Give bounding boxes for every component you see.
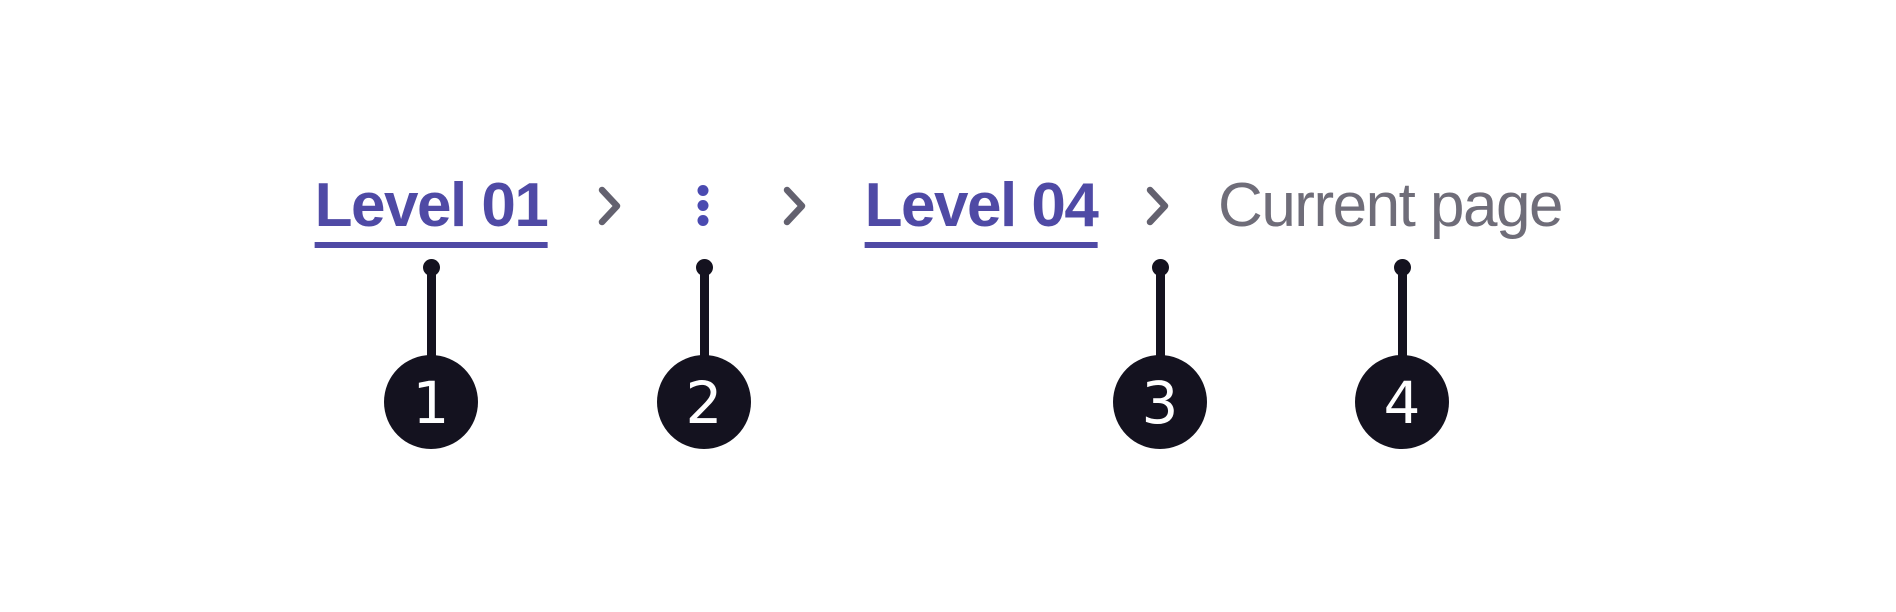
callout-3: 3 xyxy=(1113,259,1207,449)
callout-pointer-dot xyxy=(1393,259,1411,276)
callout-2: 2 xyxy=(657,259,751,449)
callout-pointer-dot xyxy=(1151,259,1169,276)
overflow-ellipsis-icon[interactable] xyxy=(697,185,709,226)
callout-badge: 4 xyxy=(1355,355,1449,449)
callout-number: 4 xyxy=(1383,369,1421,437)
callout-badge: 2 xyxy=(657,355,751,449)
overflow-dot xyxy=(697,200,709,211)
chevron-right-icon xyxy=(597,184,623,228)
overflow-dot xyxy=(697,215,709,226)
callout-1: 1 xyxy=(384,259,478,449)
callout-4: 4 xyxy=(1355,259,1449,449)
overflow-dot xyxy=(697,185,709,196)
callout-number: 1 xyxy=(412,369,450,437)
callout-number: 3 xyxy=(1141,369,1179,437)
callout-stem xyxy=(426,274,436,356)
callout-badge: 1 xyxy=(384,355,478,449)
callout-pointer-dot xyxy=(695,259,713,276)
callout-stem xyxy=(1155,274,1165,356)
callout-number: 2 xyxy=(685,369,723,437)
callout-badge: 3 xyxy=(1113,355,1207,449)
callout-stem xyxy=(1397,274,1407,356)
breadcrumb-current-page: Current page xyxy=(1218,171,1563,240)
chevron-right-icon xyxy=(782,184,808,228)
callout-stem xyxy=(699,274,709,356)
chevron-right-icon xyxy=(1145,184,1171,228)
breadcrumb-link-level-01[interactable]: Level 01 xyxy=(314,170,549,248)
breadcrumb-link-level-04[interactable]: Level 04 xyxy=(864,170,1099,248)
callout-pointer-dot xyxy=(422,259,440,276)
